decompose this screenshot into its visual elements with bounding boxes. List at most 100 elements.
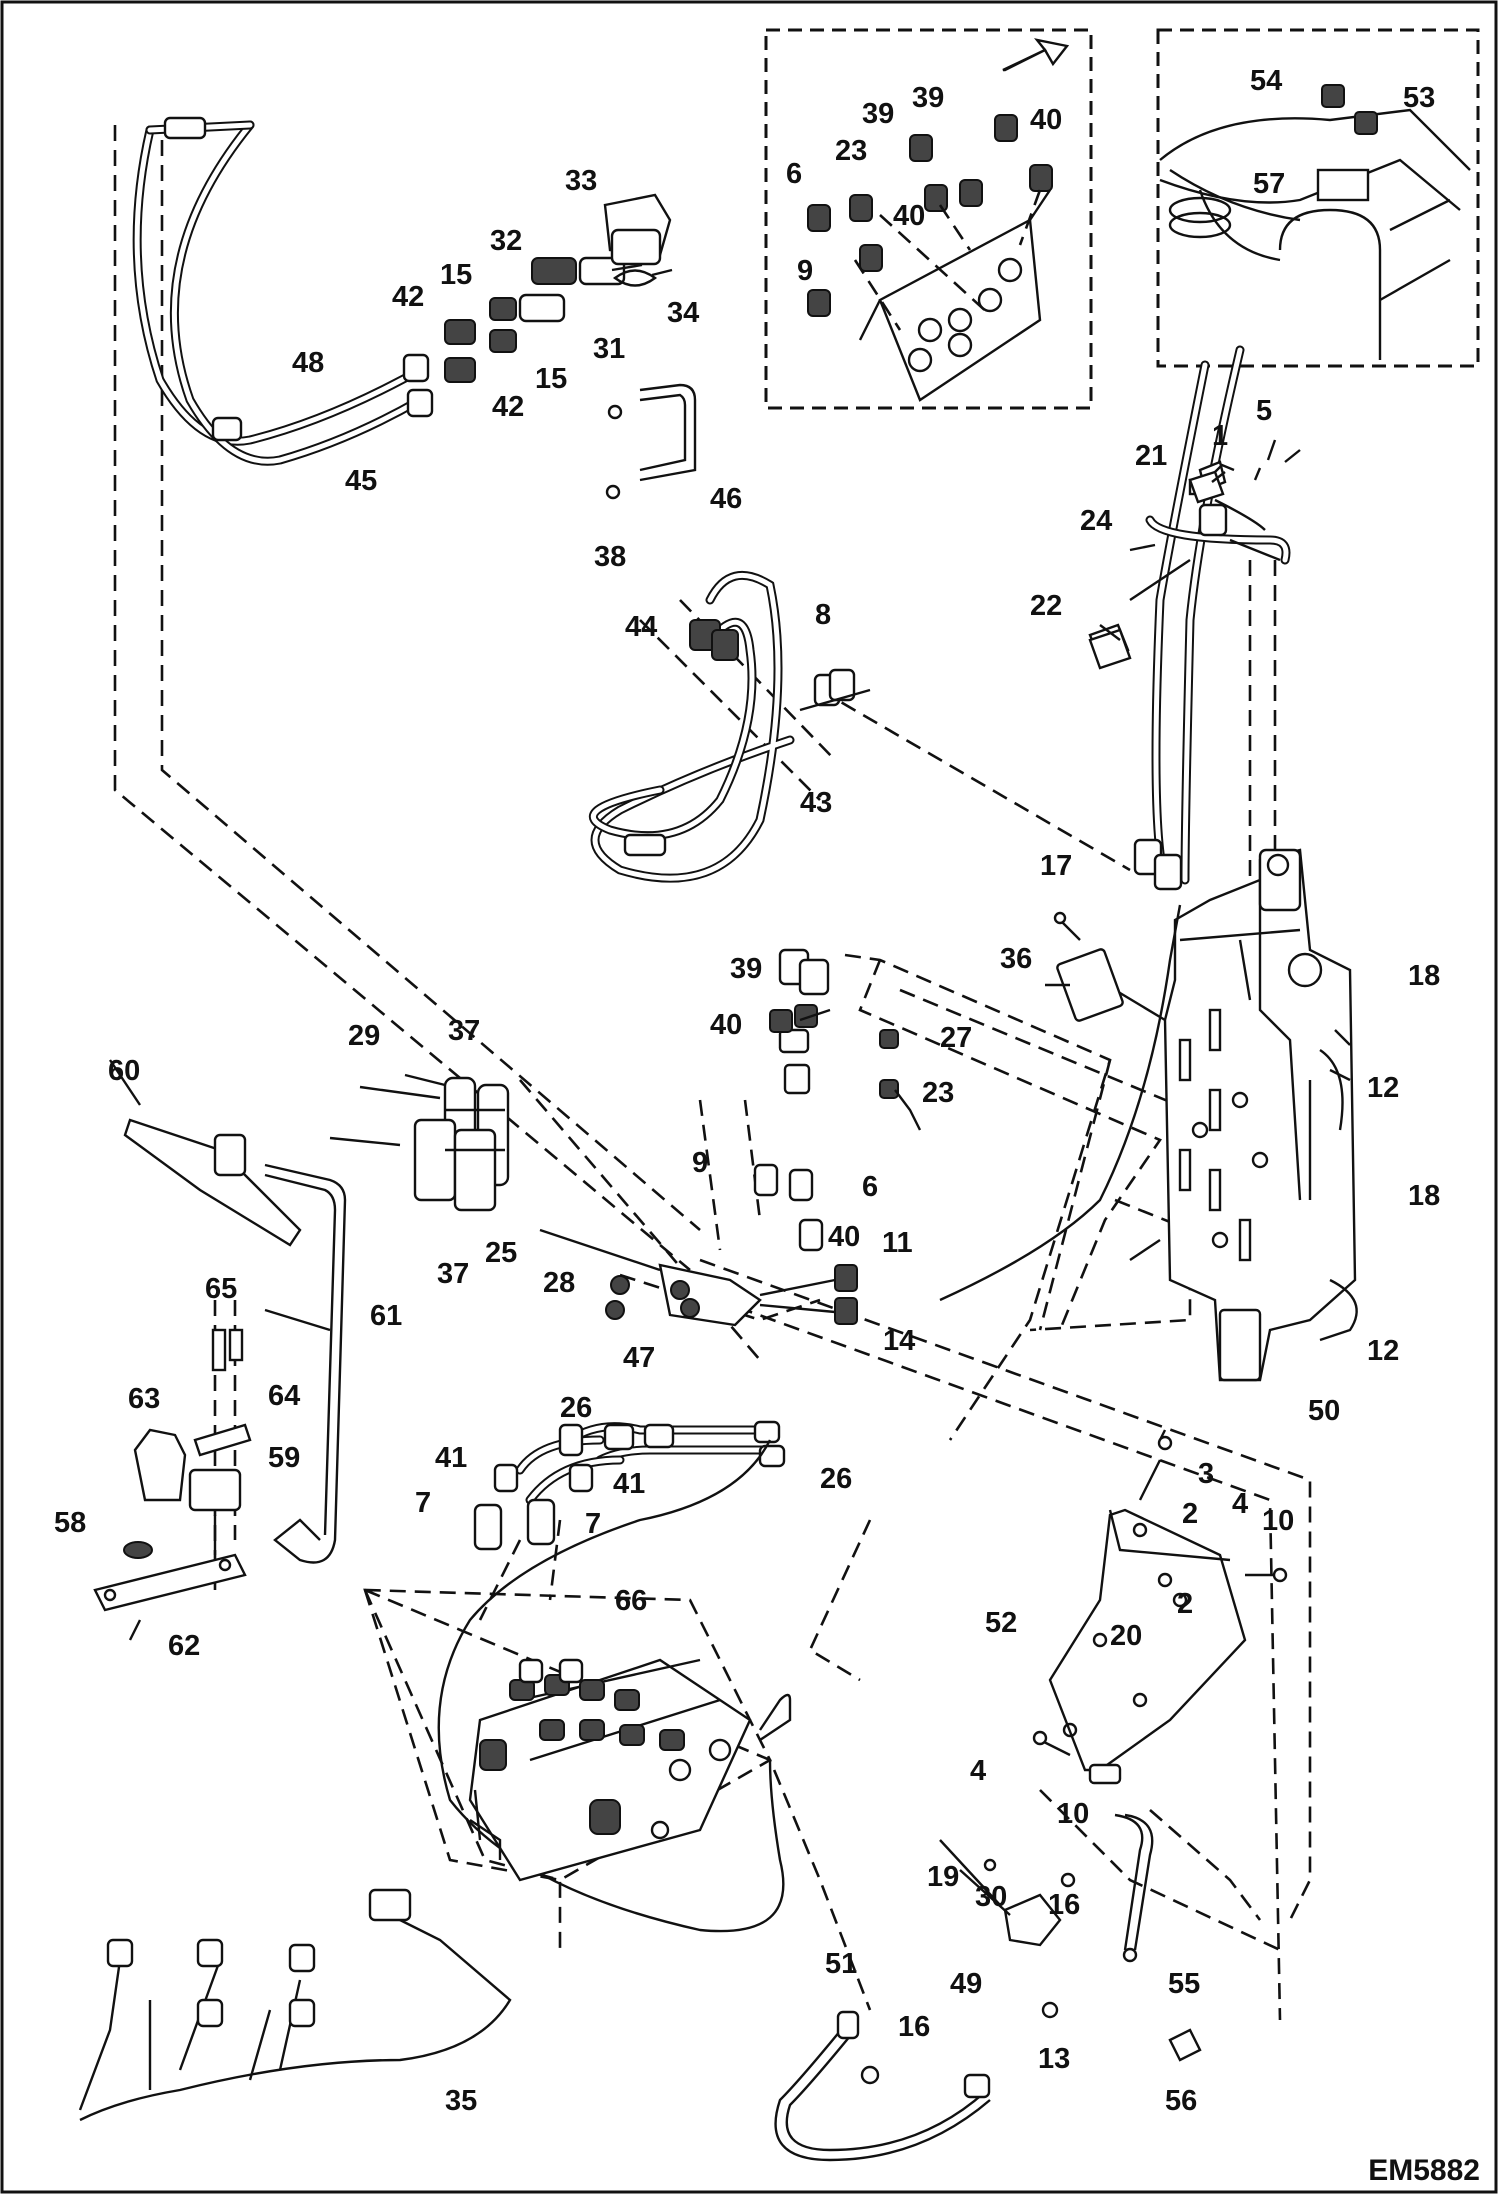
callout-64: 64 bbox=[268, 1380, 300, 1412]
callout-1: 1 bbox=[1212, 420, 1228, 452]
callout-14: 14 bbox=[883, 1325, 915, 1357]
callout-44: 44 bbox=[625, 611, 657, 643]
callout-48: 48 bbox=[292, 347, 324, 379]
callout-39a: 39 bbox=[862, 98, 894, 130]
callout-labels: 1 5 21 24 22 17 36 18 12 18 12 50 33 32 … bbox=[54, 65, 1480, 2187]
hose-assembly-upper-left bbox=[132, 116, 697, 500]
callout-43: 43 bbox=[800, 787, 832, 819]
callout-8: 8 bbox=[815, 599, 831, 631]
callout-16a: 16 bbox=[1048, 1889, 1080, 1921]
callout-17: 17 bbox=[1040, 850, 1072, 882]
mounting-plate bbox=[939, 848, 1358, 1382]
callout-4b: 4 bbox=[970, 1755, 986, 1787]
callout-11: 11 bbox=[882, 1227, 913, 1259]
callout-21: 21 bbox=[1135, 440, 1167, 472]
callout-23b: 23 bbox=[922, 1077, 954, 1109]
callout-42a: 42 bbox=[392, 281, 424, 313]
callout-45: 45 bbox=[345, 465, 377, 497]
callout-7a: 7 bbox=[415, 1487, 431, 1519]
callout-23a: 23 bbox=[835, 135, 867, 167]
callout-20: 20 bbox=[1110, 1620, 1142, 1652]
callout-39c: 39 bbox=[730, 953, 762, 985]
callout-40a: 40 bbox=[1030, 104, 1062, 136]
callout-9a: 9 bbox=[797, 255, 813, 287]
callout-4a: 4 bbox=[1232, 1488, 1248, 1520]
callout-55: 55 bbox=[1168, 1968, 1200, 2000]
callout-18b: 18 bbox=[1408, 1180, 1440, 1212]
hose-assembly-lower bbox=[437, 1420, 792, 1933]
callout-31: 31 bbox=[593, 333, 625, 365]
callout-63: 63 bbox=[128, 1383, 160, 1415]
callout-38: 38 bbox=[594, 541, 626, 573]
valve-block bbox=[359, 1073, 510, 1212]
callout-15b: 15 bbox=[535, 363, 567, 395]
callout-27: 27 bbox=[940, 1022, 972, 1054]
callout-6a: 6 bbox=[786, 158, 802, 190]
callout-7b: 7 bbox=[585, 1508, 601, 1540]
mount-bracket bbox=[774, 1429, 1288, 2162]
callout-34: 34 bbox=[667, 297, 699, 329]
callout-2a: 2 bbox=[1182, 1498, 1198, 1530]
callout-30: 30 bbox=[975, 1881, 1007, 1913]
callout-41b: 41 bbox=[613, 1468, 645, 1500]
callout-52: 52 bbox=[985, 1607, 1017, 1639]
callout-28: 28 bbox=[543, 1267, 575, 1299]
callout-60: 60 bbox=[108, 1055, 140, 1087]
callout-3: 3 bbox=[1198, 1458, 1214, 1490]
callout-22: 22 bbox=[1030, 590, 1062, 622]
callout-25: 25 bbox=[485, 1237, 517, 1269]
detail-inset-frame-mount bbox=[1156, 28, 1480, 368]
main-control-valve bbox=[363, 1588, 772, 1882]
leader-lines bbox=[109, 439, 1301, 1332]
callout-46: 46 bbox=[710, 483, 742, 515]
callout-15a: 15 bbox=[440, 259, 472, 291]
callout-24: 24 bbox=[1080, 505, 1112, 537]
callout-56: 56 bbox=[1165, 2085, 1197, 2117]
callout-29: 29 bbox=[348, 1020, 380, 1052]
callout-12a: 12 bbox=[1367, 1072, 1399, 1104]
callout-41a: 41 bbox=[435, 1442, 467, 1474]
callout-13: 13 bbox=[1038, 2043, 1070, 2075]
callout-35: 35 bbox=[445, 2085, 477, 2117]
callout-40d: 40 bbox=[710, 1009, 742, 1041]
drawing-code: EM5882 bbox=[1368, 2154, 1480, 2187]
dashed-routing-lines bbox=[113, 125, 1312, 2021]
callout-54: 54 bbox=[1250, 65, 1282, 97]
callout-10b: 10 bbox=[1057, 1798, 1089, 1830]
callout-47: 47 bbox=[623, 1342, 655, 1374]
callout-10a: 10 bbox=[1262, 1505, 1294, 1537]
fitting-block-center bbox=[539, 911, 1124, 1327]
callout-62: 62 bbox=[168, 1630, 200, 1662]
callout-40c: 40 bbox=[828, 1221, 860, 1253]
callout-59: 59 bbox=[268, 1442, 300, 1474]
callout-18a: 18 bbox=[1408, 960, 1440, 992]
callout-61: 61 bbox=[370, 1300, 402, 1332]
callout-49: 49 bbox=[950, 1968, 982, 2000]
callout-33: 33 bbox=[565, 165, 597, 197]
callout-58: 58 bbox=[54, 1507, 86, 1539]
callout-5: 5 bbox=[1256, 395, 1272, 427]
callout-51: 51 bbox=[825, 1948, 857, 1980]
callout-12b: 12 bbox=[1367, 1335, 1399, 1367]
callout-16b: 16 bbox=[898, 2011, 930, 2043]
callout-50: 50 bbox=[1308, 1395, 1340, 1427]
callout-57: 57 bbox=[1253, 168, 1285, 200]
detail-inset-valve-fittings bbox=[764, 28, 1093, 410]
callout-37b: 37 bbox=[437, 1258, 469, 1290]
callout-66: 66 bbox=[615, 1585, 647, 1617]
callout-37a: 37 bbox=[448, 1015, 480, 1047]
callout-39b: 39 bbox=[912, 82, 944, 114]
callout-26a: 26 bbox=[560, 1392, 592, 1424]
callout-19: 19 bbox=[927, 1861, 959, 1893]
hose-assembly-center bbox=[589, 345, 1291, 891]
callout-26b: 26 bbox=[820, 1463, 852, 1495]
callout-2b: 2 bbox=[1177, 1588, 1193, 1620]
callout-65: 65 bbox=[205, 1273, 237, 1305]
callout-36: 36 bbox=[1000, 943, 1032, 975]
callout-53: 53 bbox=[1403, 82, 1435, 114]
callout-42b: 42 bbox=[492, 391, 524, 423]
callout-9b: 9 bbox=[692, 1147, 708, 1179]
callout-6b: 6 bbox=[862, 1171, 878, 1203]
